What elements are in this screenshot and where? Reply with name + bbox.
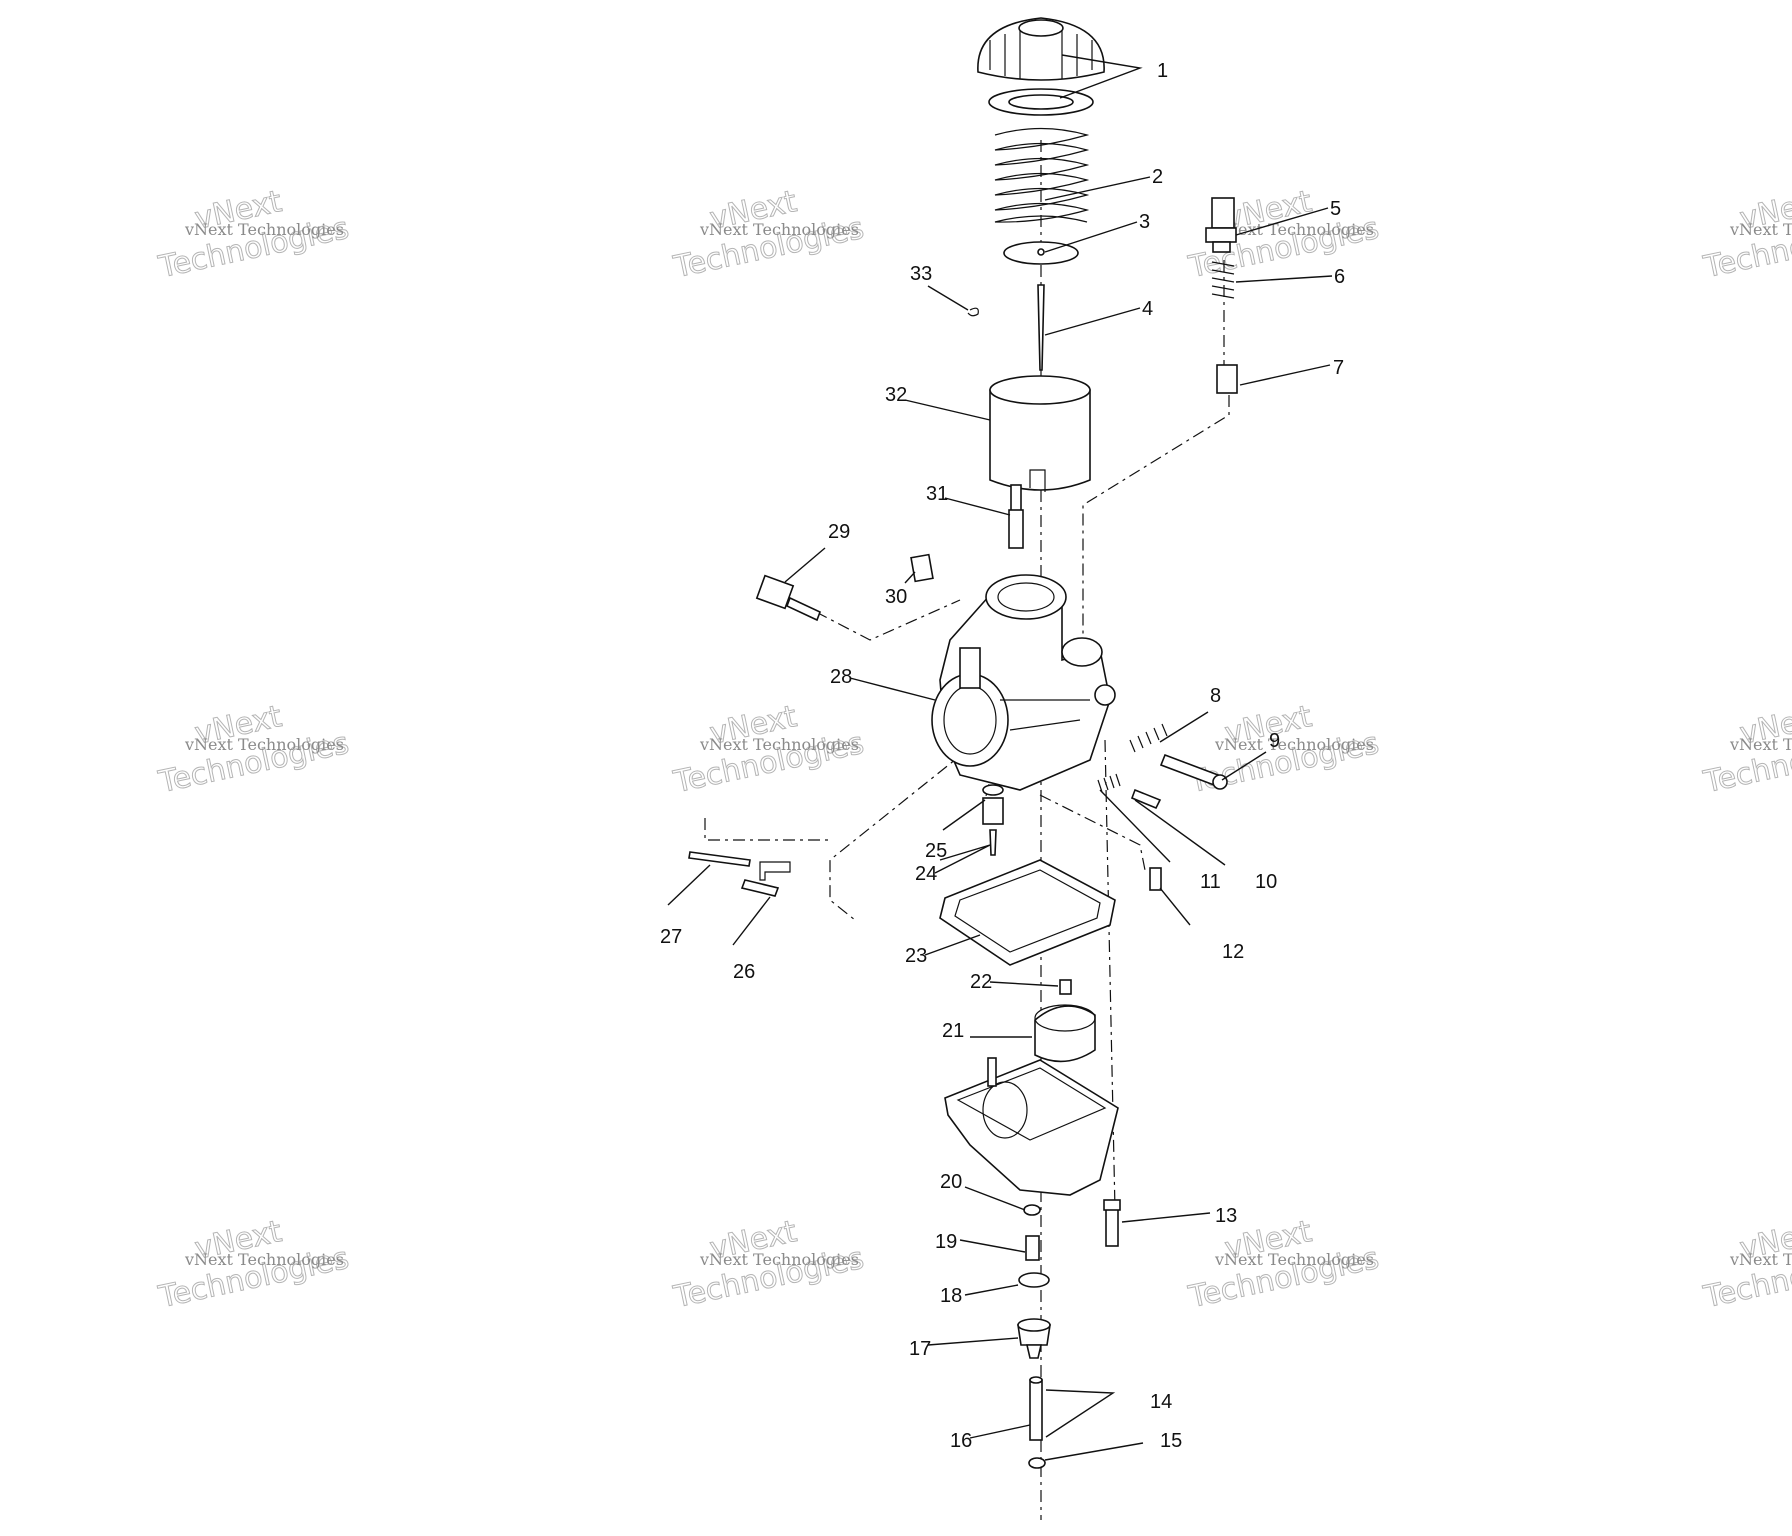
callout-number: 23 bbox=[905, 945, 927, 967]
callout-number: 8 bbox=[1210, 685, 1221, 707]
part-drain-tube bbox=[1028, 1376, 1046, 1469]
callout-number: 33 bbox=[910, 263, 932, 285]
watermark-small-text: vNext Technologies bbox=[1214, 1250, 1374, 1269]
part-carburetor-body bbox=[931, 574, 1116, 791]
callout-number: 21 bbox=[942, 1020, 964, 1042]
watermark-small-text: vNext Technologies bbox=[1729, 1250, 1792, 1269]
callout-number: 6 bbox=[1334, 266, 1345, 288]
part-air-screw bbox=[1097, 773, 1162, 810]
part-gasket bbox=[939, 859, 1116, 966]
alignment-lines bbox=[704, 140, 1230, 1520]
part-float-pin bbox=[688, 851, 791, 897]
watermark-small-text: vNext Technologies bbox=[184, 735, 344, 754]
watermark-small-text: vNext Technologies bbox=[1214, 735, 1374, 754]
callout-number: 12 bbox=[1222, 941, 1244, 963]
callout-number: 17 bbox=[909, 1338, 931, 1360]
watermark-small-text: vNext Technologies bbox=[699, 220, 859, 239]
part-idle-screw bbox=[1129, 723, 1228, 790]
callout-number: 28 bbox=[830, 666, 852, 688]
watermark-small-text: vNext Technologies bbox=[184, 1250, 344, 1269]
callout-number: 32 bbox=[885, 384, 907, 406]
callout-number: 7 bbox=[1333, 357, 1344, 379]
part-bowl-screw bbox=[1103, 1199, 1121, 1247]
callout-number: 22 bbox=[970, 971, 992, 993]
part-cap bbox=[977, 17, 1105, 116]
callout-number: 29 bbox=[828, 521, 850, 543]
part-spring bbox=[994, 127, 1090, 223]
watermark-small-text: vNext Technologies bbox=[699, 1250, 859, 1269]
leader-lines bbox=[667, 54, 1333, 1461]
watermark-small-text: vNext Technologies bbox=[699, 735, 859, 754]
callout-number: 13 bbox=[1215, 1205, 1237, 1227]
watermark-small-text: vNext Technologies bbox=[1729, 220, 1792, 239]
part-needle bbox=[1037, 284, 1045, 371]
callout-number: 15 bbox=[1160, 1430, 1182, 1452]
callout-number: 20 bbox=[940, 1171, 962, 1193]
callout-layer: 1234567891011121314151617181920212223242… bbox=[660, 60, 1345, 1452]
part-needle-jet bbox=[982, 784, 1004, 856]
part-throttle-slide bbox=[989, 375, 1091, 492]
callout-number: 3 bbox=[1139, 211, 1150, 233]
part-drain-nipple bbox=[1149, 867, 1162, 891]
callout-number: 25 bbox=[925, 840, 947, 862]
watermark-small-text: vNext Technologies bbox=[1729, 735, 1792, 754]
callout-number: 9 bbox=[1269, 730, 1280, 752]
callout-number: 24 bbox=[915, 863, 937, 885]
callout-number: 27 bbox=[660, 926, 682, 948]
callout-number: 19 bbox=[935, 1231, 957, 1253]
part-clip bbox=[967, 307, 979, 317]
callout-number: 14 bbox=[1150, 1391, 1172, 1413]
callout-number: 10 bbox=[1255, 871, 1277, 893]
callout-number: 5 bbox=[1330, 198, 1341, 220]
callout-number: 18 bbox=[940, 1285, 962, 1307]
callout-number: 30 bbox=[885, 586, 907, 608]
watermark-small-text: vNext Technologies bbox=[1214, 220, 1374, 239]
part-choke-plunger bbox=[755, 553, 934, 622]
callout-number: 2 bbox=[1152, 166, 1163, 188]
callout-number: 11 bbox=[1200, 871, 1221, 893]
callout-number: 26 bbox=[733, 961, 755, 983]
part-main-jet-stack bbox=[1017, 1204, 1051, 1359]
callout-number: 31 bbox=[926, 483, 948, 505]
part-float-bowl bbox=[944, 1057, 1119, 1196]
callout-number: 1 bbox=[1157, 60, 1168, 82]
callout-number: 16 bbox=[950, 1430, 972, 1452]
callout-number: 4 bbox=[1142, 298, 1153, 320]
part-float bbox=[1034, 979, 1096, 1063]
part-cable-adjuster bbox=[1205, 197, 1238, 394]
watermark-small-text: vNext Technologies bbox=[184, 220, 344, 239]
part-pilot-screw bbox=[1008, 484, 1024, 549]
